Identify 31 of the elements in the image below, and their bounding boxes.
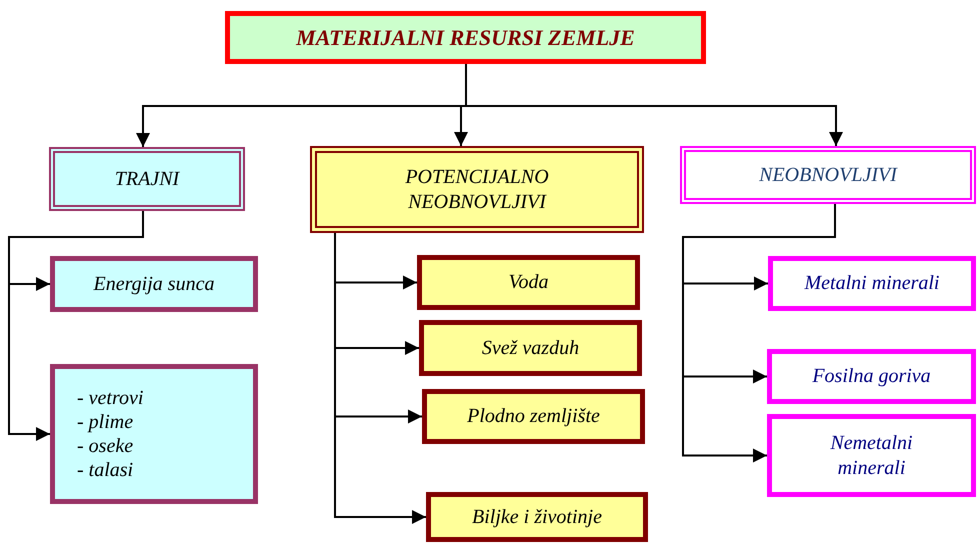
node-label: MATERIJALNI RESURSI ZEMLJE bbox=[296, 24, 635, 52]
node-label: Voda bbox=[508, 270, 548, 295]
node-label: Nemetalni minerali bbox=[829, 430, 914, 480]
item-box bbox=[768, 256, 976, 311]
node-label: Metalni minerali bbox=[804, 271, 940, 296]
node-label: Biljke i životinje bbox=[472, 504, 602, 530]
item-box bbox=[50, 364, 258, 504]
item-box bbox=[767, 414, 976, 497]
category-box bbox=[310, 146, 644, 233]
arrow bbox=[334, 233, 426, 524]
node-label: Plodno zemljište bbox=[467, 404, 600, 429]
list-item: - oseke bbox=[77, 434, 134, 458]
arrow bbox=[8, 211, 144, 441]
node-label: Svež vazduh bbox=[482, 336, 580, 360]
node-label: TRAJNI bbox=[114, 166, 180, 192]
category-box bbox=[49, 147, 245, 211]
node-label: Energija sunca bbox=[94, 272, 214, 296]
item-box bbox=[419, 320, 642, 376]
node-label: NEOBNOVLJIVI bbox=[759, 162, 897, 188]
item-box bbox=[417, 255, 640, 310]
list-item: - vetrovi bbox=[77, 386, 144, 410]
item-box bbox=[422, 389, 645, 444]
title-box bbox=[225, 11, 706, 64]
node-label: POTENCIJALNO NEOBNOVLJIVI bbox=[404, 164, 550, 214]
category-box bbox=[680, 146, 976, 204]
list-item: - talasi bbox=[77, 458, 134, 482]
item-box bbox=[50, 256, 258, 312]
list-item: - plime bbox=[77, 410, 134, 434]
item-box bbox=[426, 492, 648, 542]
node-label: Fosilna goriva bbox=[812, 364, 931, 389]
item-box bbox=[767, 349, 976, 404]
